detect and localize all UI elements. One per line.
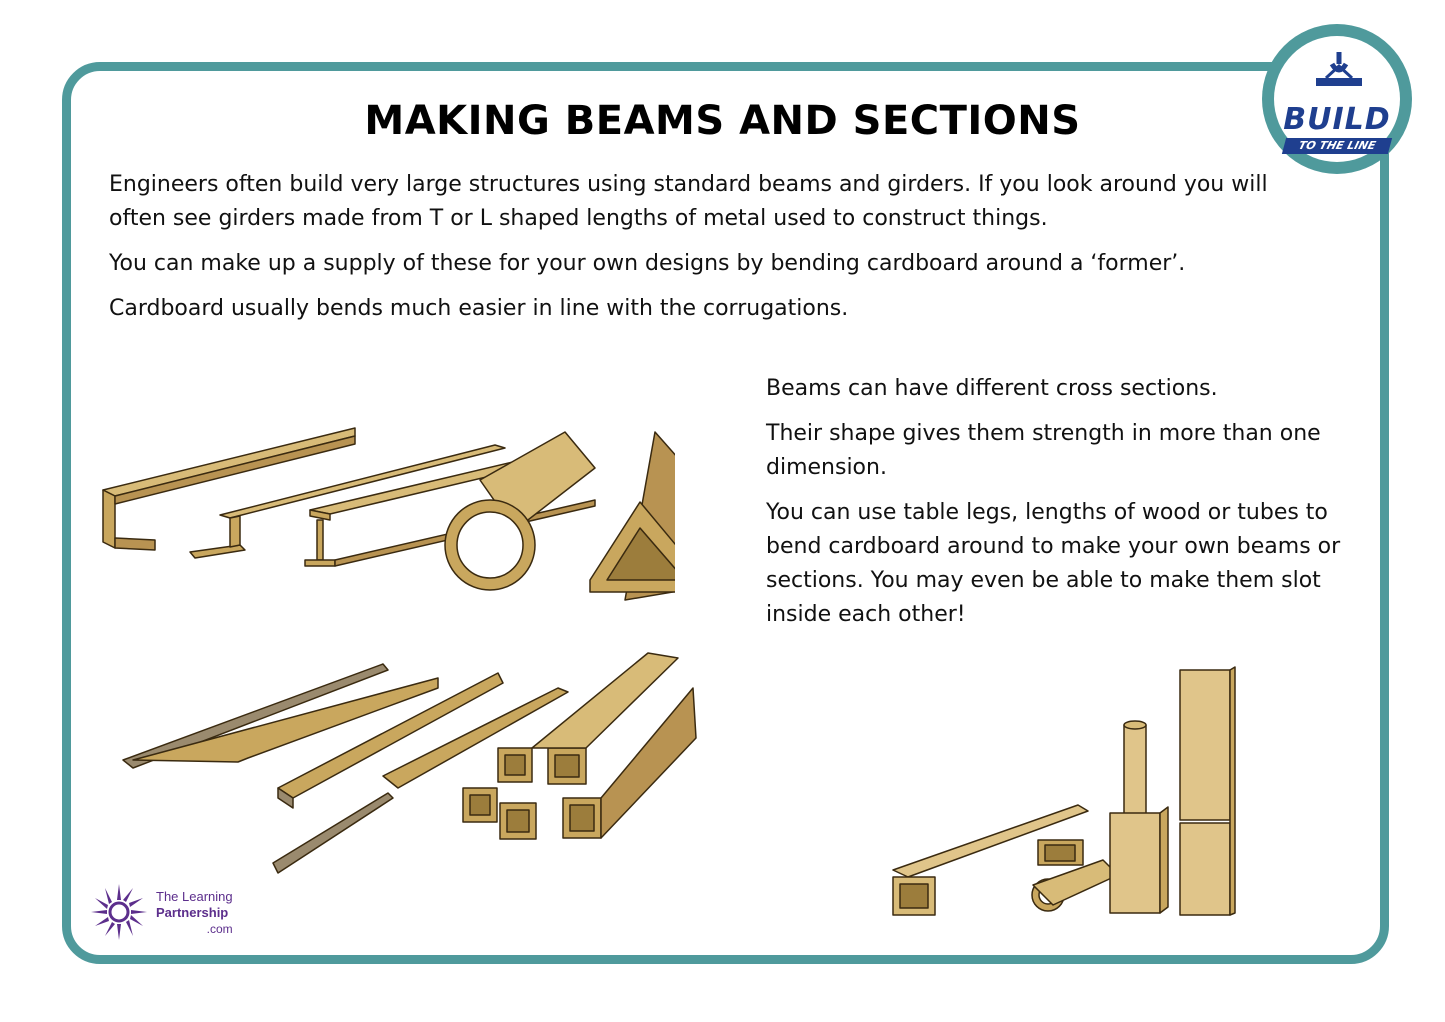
intro-paragraph: Cardboard usually bends much easier in l…: [109, 296, 849, 321]
side-paragraph: You can use table legs, lengths of wood …: [766, 500, 1341, 627]
build-to-the-line-logo: BUILD TO THE LINE: [1262, 24, 1412, 174]
page-title: MAKING BEAMS AND SECTIONS: [364, 98, 1081, 144]
square-tubes-illustration: [122, 652, 697, 874]
logo-line-1: The Learning: [156, 889, 233, 904]
sunburst-icon: [91, 884, 147, 940]
intro-paragraph: Engineers often build very large structu…: [109, 172, 1268, 231]
logo-line-2: Partnership: [156, 905, 229, 920]
intro-text: Engineers often build very large structu…: [109, 168, 1299, 337]
nested-tubes-illustration: [892, 666, 1236, 916]
logo-line-3: .com: [206, 922, 233, 936]
learning-partnership-logo: The Learning Partnership .com: [156, 889, 233, 937]
side-text: Beams can have different cross sections.…: [766, 372, 1366, 643]
intro-paragraph: You can make up a supply of these for yo…: [109, 251, 1186, 276]
beam-sections-illustration: [102, 427, 675, 601]
side-paragraph: Beams can have different cross sections.: [766, 376, 1218, 401]
crane-hook-icon: [1316, 52, 1362, 86]
side-paragraph: Their shape gives them strength in more …: [766, 421, 1321, 480]
logo-word: BUILD: [1283, 102, 1391, 137]
